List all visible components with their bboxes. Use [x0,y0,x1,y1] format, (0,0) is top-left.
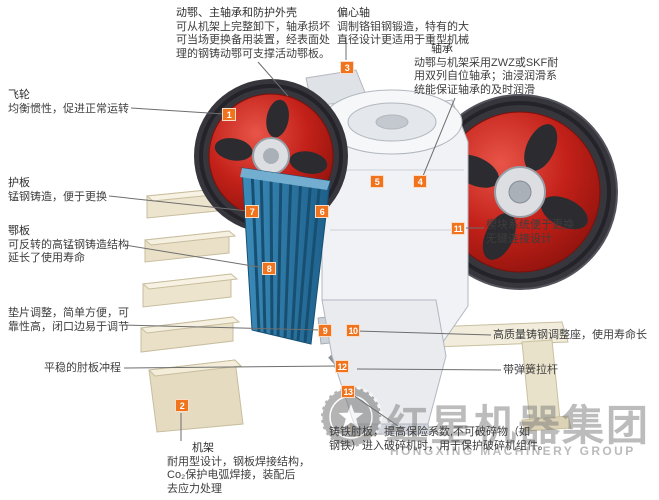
label-frame: 机架 耐用型设计，钢板焊接结构， Co₂保护电弧焊接，装配后 去应力处理 [167,442,310,496]
label-eccentric-shaft-body: 调制铬钼钢锻造，特有的大 直径设计更适用于重型机械 [337,20,469,47]
label-moving-jaw-housing-title: 动鄂、主轴承和防护外壳 [176,7,297,19]
jaw-plate-graphic [240,167,331,345]
label-toggle-plate-body: 铸铁肘板，提高保险系数,不可破碎物（如 钢铁）进入破碎机时，用于保护破碎机组件。 [329,426,549,452]
marker-10: 10 [346,324,360,337]
label-flywheel: 飞轮 均衡惯性，促进正常运转 [8,89,129,116]
leader-lines [108,37,502,441]
label-moving-jaw-housing-body: 可从机架上完整卸下，轴承损坏 可当场更换备用装置，经表面处 理的钢铸动鄂可支撑活… [176,20,330,60]
label-guard-plate: 护板 锰钢铸造，便于更换 [8,177,107,204]
machine-housing-graphic [321,89,469,353]
label-spring-rod: 带弹簧拉杆 [503,364,558,378]
label-eccentric-shaft: 偏心轴 调制铬钼钢锻造，特有的大 直径设计更适用于重型机械 [337,7,469,48]
label-jaw-plate: 鄂板 可反转的高锰钢铸造结构 延长了使用寿命 [8,225,129,266]
marker-9: 9 [318,324,332,337]
label-toggle-stroke-body: 平稳的肘板冲程 [44,362,121,374]
marker-7: 7 [245,205,259,218]
label-bearing-title: 轴承 [431,43,453,55]
label-shim-adjustment-body: 垫片调整，简单方便，可 靠性高，闭口边易于调节 [8,307,129,333]
label-toggle-stroke: 平稳的肘板冲程 [44,362,121,376]
label-wedge-system-body: 楔块系统便于更换 无键连接设计 [486,219,574,245]
label-jaw-plate-body: 可反转的高锰钢铸造结构 延长了使用寿命 [8,238,129,265]
label-frame-title: 机架 [192,442,214,454]
label-flywheel-title: 飞轮 [8,89,30,101]
label-jaw-plate-title: 鄂板 [8,225,30,237]
label-guard-plate-title: 护板 [8,177,30,189]
label-spring-rod-body: 带弹簧拉杆 [503,364,558,376]
label-moving-jaw-housing: 动鄂、主轴承和防护外壳 可从机架上完整卸下，轴承损坏 可当场更换备用装置，经表面… [176,7,330,61]
marker-11: 11 [451,222,465,235]
marker-4: 4 [413,175,427,188]
label-eccentric-shaft-title: 偏心轴 [337,7,370,19]
marker-1: 1 [222,108,236,121]
label-adjusting-seat-body: 高质量铸钢调整座，使用寿命长 [493,329,647,341]
marker-3: 3 [340,61,354,74]
marker-8: 8 [262,262,276,275]
marker-13: 13 [341,385,355,398]
label-shim-adjustment: 垫片调整，简单方便，可 靠性高，闭口边易于调节 [8,307,129,334]
label-adjusting-seat: 高质量铸钢调整座，使用寿命长 [493,329,647,343]
label-guard-plate-body: 锰钢铸造，便于更换 [8,190,107,203]
label-frame-body: 耐用型设计，钢板焊接结构， Co₂保护电弧焊接，装配后 去应力处理 [167,455,310,495]
label-bearing: 轴承 动鄂与机架采用ZWZ或SKF耐 用双列自位轴承；油浸润滑系 统能保证轴承的… [414,43,558,97]
marker-12: 12 [335,360,349,373]
label-bearing-body: 动鄂与机架采用ZWZ或SKF耐 用双列自位轴承；油浸润滑系 统能保证轴承的及时润… [414,56,559,96]
marker-2: 2 [175,399,189,412]
right-flywheel-graphic [422,94,618,290]
marker-5: 5 [370,175,384,188]
label-flywheel-body: 均衡惯性，促进正常运转 [8,102,129,115]
feeder-stack-graphic [139,187,244,433]
marker-6: 6 [315,205,329,218]
watermark-brand-cn: 红星机器集团 [386,402,651,449]
label-toggle-plate: 铸铁肘板，提高保险系数,不可破碎物（如 钢铁）进入破碎机时，用于保护破碎机组件。 [329,426,549,453]
watermark-brand-en: HONGXING MACHINERY GROUP [390,444,636,458]
label-wedge-system: 楔块系统便于更换 无键连接设计 [486,219,574,246]
